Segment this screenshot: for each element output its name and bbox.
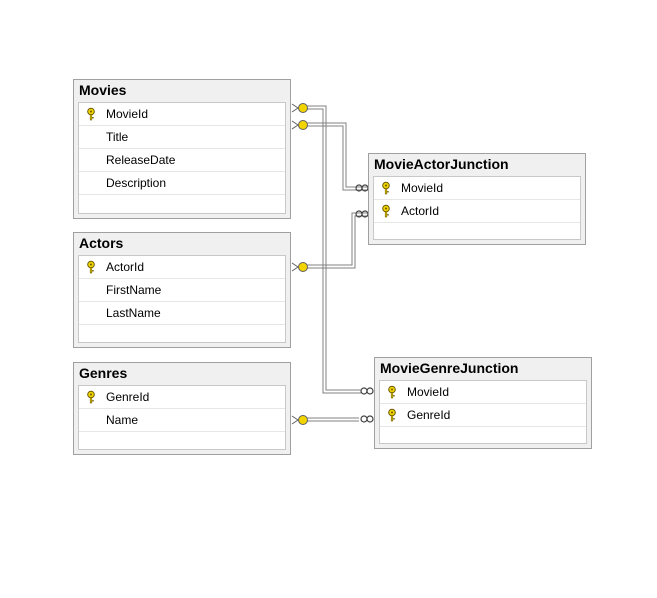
relationship-genres-moviegenre[interactable] [306, 417, 359, 422]
column-name: Description [106, 176, 167, 190]
column-name: ReleaseDate [106, 153, 176, 167]
column-row[interactable]: GenreId [79, 386, 285, 409]
empty-row[interactable] [380, 427, 586, 450]
column-row[interactable]: FirstName [79, 279, 285, 302]
key-icon [379, 181, 393, 195]
column-row[interactable]: LastName [79, 302, 285, 325]
key-icon [379, 204, 393, 218]
column-name: ActorId [401, 204, 440, 218]
relationship-movies-movieactor[interactable] [306, 122, 370, 191]
column-name: Name [106, 413, 139, 427]
table-title: Actors [79, 235, 124, 251]
table-title: MovieGenreJunction [380, 360, 519, 376]
column-name: LastName [106, 306, 161, 320]
column-row[interactable]: MovieId [79, 103, 285, 126]
column-name: Title [106, 130, 129, 144]
column-name: GenreId [407, 408, 451, 422]
infinity-icon [360, 415, 374, 423]
column-row[interactable]: ActorId [79, 256, 285, 279]
relationship-movies-moviegenre[interactable] [306, 105, 361, 394]
key-icon [291, 415, 308, 425]
column-row[interactable]: Title [79, 126, 285, 149]
column-row[interactable]: MovieId [374, 177, 580, 200]
empty-row[interactable] [374, 223, 580, 246]
column-name: ActorId [106, 260, 145, 274]
table-title: Movies [79, 82, 127, 98]
empty-row[interactable] [79, 325, 285, 348]
column-name: MovieId [401, 181, 444, 195]
table-title: MovieActorJunction [374, 156, 509, 172]
key-icon [385, 408, 399, 422]
key-icon [291, 120, 308, 130]
column-row[interactable]: Name [79, 409, 285, 432]
infinity-icon [360, 387, 374, 395]
key-icon [84, 260, 98, 274]
key-icon [291, 103, 308, 113]
column-row[interactable]: ReleaseDate [79, 149, 285, 172]
key-icon [385, 385, 399, 399]
key-icon [291, 262, 308, 272]
empty-row[interactable] [79, 195, 285, 218]
column-name: GenreId [106, 390, 150, 404]
column-row[interactable]: ActorId [374, 200, 580, 223]
column-name: MovieId [106, 107, 149, 121]
column-name: FirstName [106, 283, 162, 297]
relationship-actors-movieactor[interactable] [306, 212, 370, 269]
column-name: MovieId [407, 385, 450, 399]
column-row[interactable]: GenreId [380, 404, 586, 427]
column-row[interactable]: Description [79, 172, 285, 195]
key-icon [84, 390, 98, 404]
column-row[interactable]: MovieId [380, 381, 586, 404]
empty-row[interactable] [79, 432, 285, 455]
key-icon [84, 107, 98, 121]
table-title: Genres [79, 365, 128, 381]
